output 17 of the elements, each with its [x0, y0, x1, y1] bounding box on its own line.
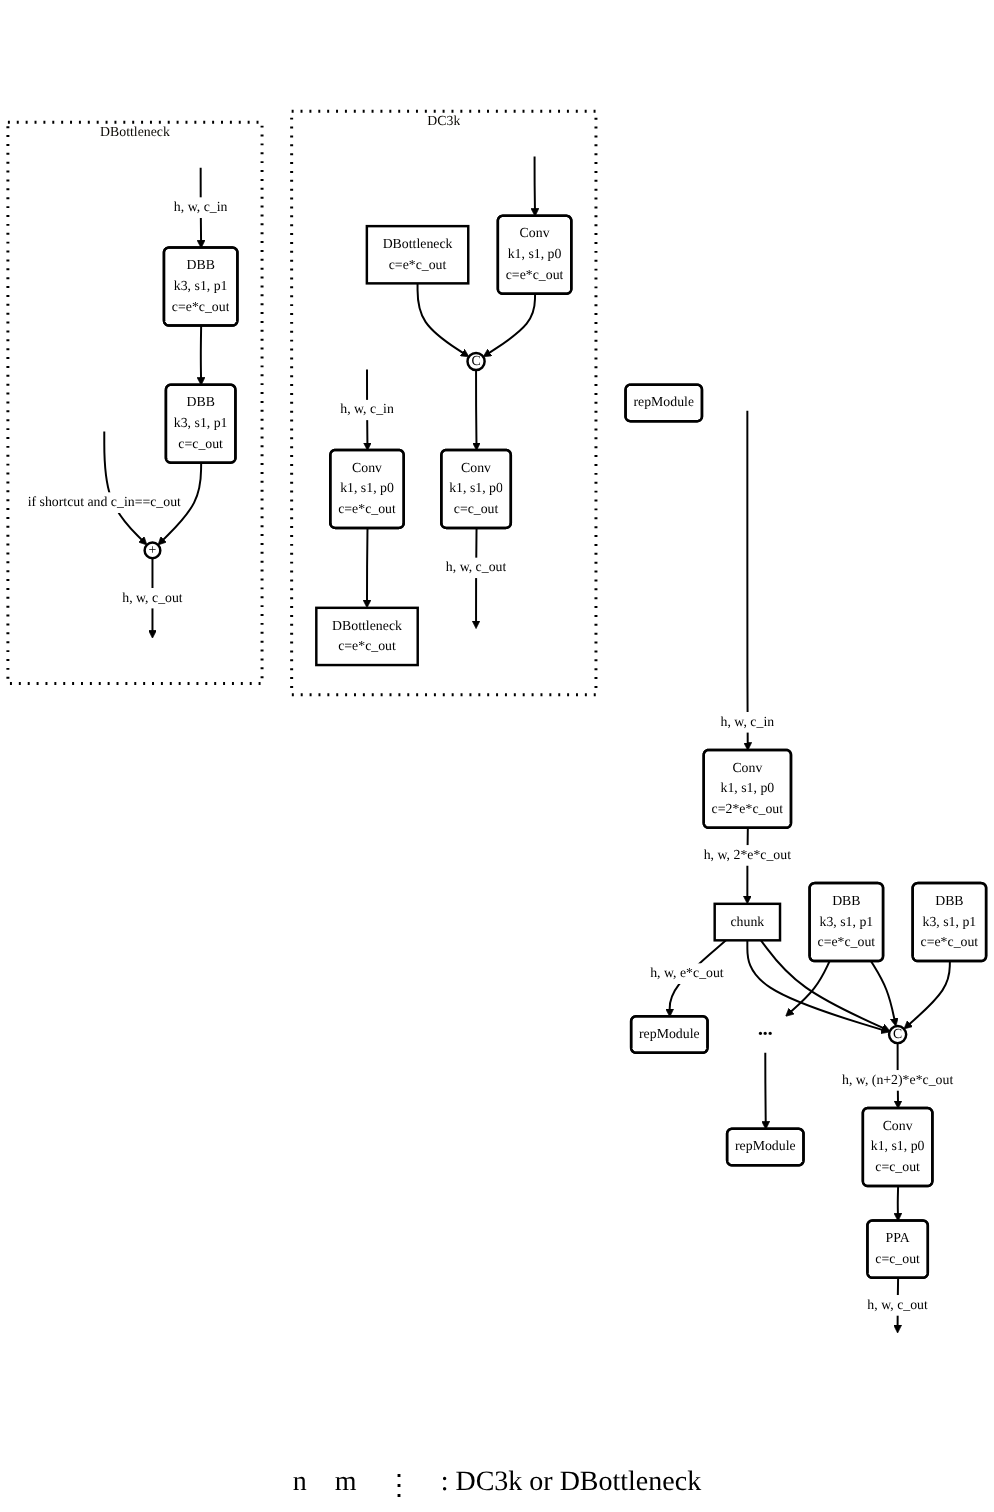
arrow	[362, 527, 372, 609]
arrow	[893, 1185, 903, 1222]
arrow	[743, 409, 753, 751]
arrow	[530, 155, 540, 217]
arrow	[472, 369, 481, 451]
bracket-label: m	[334, 1468, 357, 1502]
arrow	[482, 293, 537, 358]
legend-text: : DC3k or DBottleneck	[440, 1468, 702, 1502]
arrow	[157, 462, 203, 546]
arrow	[416, 282, 470, 358]
bracket-label: n	[292, 1468, 307, 1502]
arrow	[870, 960, 899, 1027]
arrow	[761, 1051, 771, 1130]
arrow	[903, 960, 951, 1030]
arrow	[785, 960, 831, 1017]
arrow	[196, 325, 206, 386]
vertical-ellipsis: ⋮	[384, 1470, 413, 1504]
